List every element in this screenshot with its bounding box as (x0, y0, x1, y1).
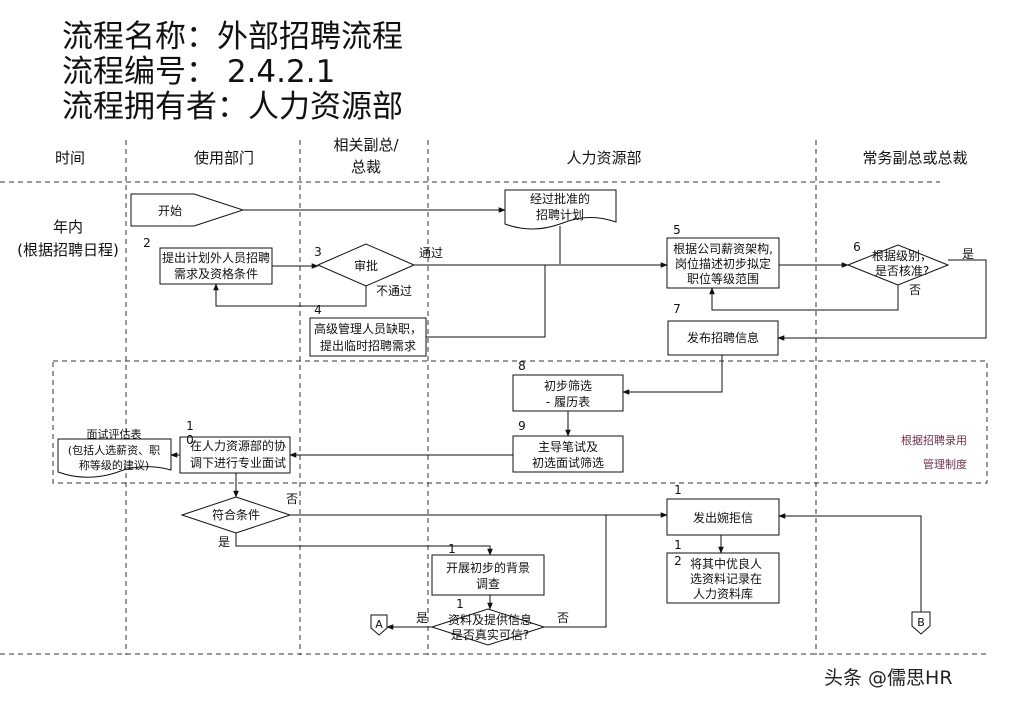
bg-number: 1 (448, 542, 456, 556)
record-line2: 选资料记录在 (690, 572, 762, 586)
lane-dividers (0, 140, 990, 655)
verify-no: 否 (557, 611, 569, 625)
record-number-a: 1 (674, 538, 682, 552)
node-9-number: 9 (518, 419, 526, 433)
connector-a-label: A (375, 618, 383, 631)
node-salary-range (666, 237, 780, 289)
lane-header-time: 时间 (55, 149, 85, 167)
verify-line2: 是否真实可信? (451, 627, 529, 642)
node-4-number: 4 (314, 303, 322, 317)
node-5-line2: 岗位描述初步拟定 (675, 256, 771, 271)
node-4-line2: 提出临时招聘需求 (320, 338, 416, 353)
record-line3: 人力资料库 (693, 586, 753, 601)
time-label-line1: 年内 (53, 218, 83, 236)
lane-header-user-dept: 使用部门 (194, 149, 254, 167)
node-3-number: 3 (314, 245, 322, 259)
node-8-line1: 初步筛选 (544, 378, 592, 393)
node-record-database (666, 552, 780, 604)
process-name: 流程名称：外部招聘流程 (62, 19, 403, 55)
interview-eval-doc (57, 438, 172, 478)
lane-header-ceo: 常务副总或总裁 (862, 149, 967, 167)
flow-b-to-offer (778, 513, 922, 612)
node-send-letter (666, 498, 780, 536)
node-6-no: 否 (909, 283, 921, 297)
flow-verify-no (544, 515, 607, 628)
connector-b-label: B (917, 616, 925, 629)
node-6-number: 6 (853, 240, 861, 254)
time-label-line2: (根据招聘日程) (17, 241, 119, 259)
eval-line3: 称等级的建议) (79, 458, 149, 472)
node-7-label: 发布招聘信息 (687, 330, 759, 345)
node-2-line2: 需求及资格条件 (174, 266, 258, 281)
node-10-number-a: 1 (186, 419, 194, 433)
start-label: 开始 (158, 204, 182, 218)
flow-7-to-8 (622, 355, 723, 395)
node-initial-screening (512, 374, 624, 412)
node-raise-requirement (159, 247, 273, 285)
connector-a (370, 614, 388, 636)
lane-header-vp-line2: 总裁 (351, 158, 381, 176)
node-4-line1: 高级管理人员缺职， (314, 321, 422, 336)
node-9-line2: 初选面试筛选 (532, 455, 604, 470)
node-3-label: 审批 (354, 258, 378, 273)
node-10-line2: 调下进行专业面试 (190, 455, 286, 470)
node-senior-vacancy (309, 317, 427, 357)
verify-yes: 是 (416, 611, 428, 625)
policy-region (52, 360, 988, 484)
plan-label-line1: 经过批准的 (530, 191, 590, 206)
watermark: 头条 @儒思HR (824, 667, 953, 689)
node-8-number: 8 (518, 359, 526, 373)
node-8-line2: - 履历表 (546, 395, 590, 409)
record-number-b: 2 (674, 554, 682, 568)
node-2-line1: 提出计划外人员招聘 (162, 250, 270, 265)
fail-label: 不通过 (376, 284, 412, 298)
cond-label: 符合条件 (212, 507, 260, 522)
node-professional-interview (179, 436, 291, 474)
verify-line1: 资料及提供信息 (448, 612, 532, 627)
node-level-approval (846, 244, 950, 286)
pass-label: 通过 (419, 246, 443, 260)
eval-line2: (包括人选薪资、职 (68, 443, 160, 457)
eval-line1: 面试评估表 (87, 427, 142, 441)
node-6-line2: 是否核准? (875, 264, 929, 278)
node-6-yes: 是 (962, 247, 974, 261)
start-node (130, 193, 245, 227)
offer-label: 发出婉拒信 (693, 510, 753, 525)
flow-6-no (709, 285, 899, 311)
plan-label-line2: 招聘计划 (536, 208, 584, 222)
node-7-number: 7 (673, 302, 681, 316)
offer-number: 1 (674, 483, 682, 497)
process-code: 流程编号： 2.4.2.1 (62, 54, 336, 90)
flow-4-to-5 (426, 265, 546, 338)
node-publish-info (667, 320, 779, 356)
node-5-line1: 根据公司薪资架构, (673, 241, 773, 256)
cond-yes: 是 (218, 535, 230, 549)
policy-line1: 根据招聘录用 (901, 433, 967, 447)
lane-header-hr: 人力资源部 (566, 149, 641, 167)
process-header: 流程名称：外部招聘流程 流程编号： 2.4.2.1 流程拥有者：人力资源部 (62, 20, 403, 125)
process-owner: 流程拥有者：人力资源部 (62, 89, 403, 125)
verify-number: 1 (456, 597, 464, 611)
node-9-line1: 主导笔试及 (538, 439, 598, 454)
approved-plan-doc (504, 189, 617, 230)
node-10-number-b: 0 (186, 433, 194, 447)
flow-cond-yes (235, 533, 493, 556)
lane-header-vp-line1: 相关副总/ (333, 136, 399, 154)
node-5-number: 5 (673, 223, 681, 237)
node-5-line3: 职位等级范围 (687, 271, 759, 286)
flow-6-yes (777, 259, 987, 341)
flow-fail-back (213, 283, 367, 307)
node-2-number: 2 (143, 236, 151, 250)
cond-no: 否 (286, 492, 298, 506)
bg-line1: 开展初步的背景 (446, 560, 530, 575)
policy-line2: 管理制度 (923, 457, 967, 471)
record-line1: 将其中优良人 (690, 556, 762, 571)
node-10-line1: 在人力资源部的协 (190, 438, 286, 453)
bg-line2: 调查 (476, 577, 500, 591)
node-background-check (431, 554, 545, 596)
connector-b (911, 611, 931, 635)
node-6-line1: 根据级别， (872, 249, 932, 263)
